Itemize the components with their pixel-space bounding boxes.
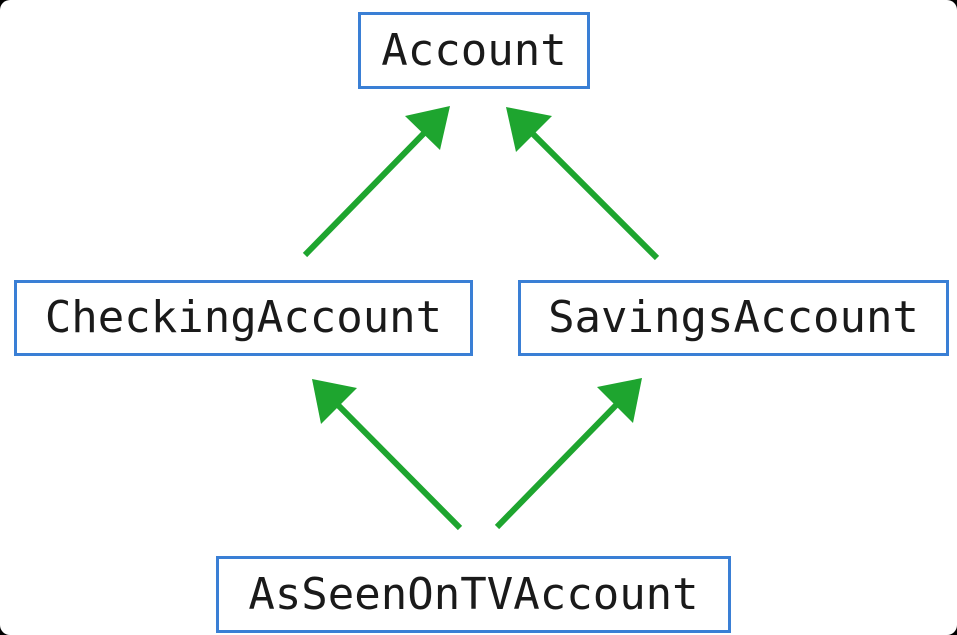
node-checking-account: CheckingAccount [14, 280, 473, 356]
node-checking-account-label: CheckingAccount [44, 292, 443, 343]
arrowhead-checking-to-account [405, 106, 450, 150]
arrow-asseen-to-savings [494, 394, 627, 530]
arrow-asseen-to-checking [327, 394, 463, 531]
node-savings-account-label: SavingsAccount [548, 292, 919, 343]
arrow-checking-to-account [302, 122, 435, 258]
node-account-label: Account [381, 24, 567, 76]
node-as-seen-on-tv-account: AsSeenOnTVAccount [216, 556, 731, 633]
node-account: Account [358, 12, 590, 89]
node-as-seen-on-tv-account-label: AsSeenOnTVAccount [248, 568, 699, 620]
arrowhead-savings-to-account [506, 107, 552, 152]
arrowhead-asseen-to-checking [312, 379, 357, 424]
arrow-savings-to-account [520, 121, 660, 261]
node-savings-account: SavingsAccount [518, 280, 949, 356]
arrowhead-asseen-to-savings [597, 378, 642, 423]
